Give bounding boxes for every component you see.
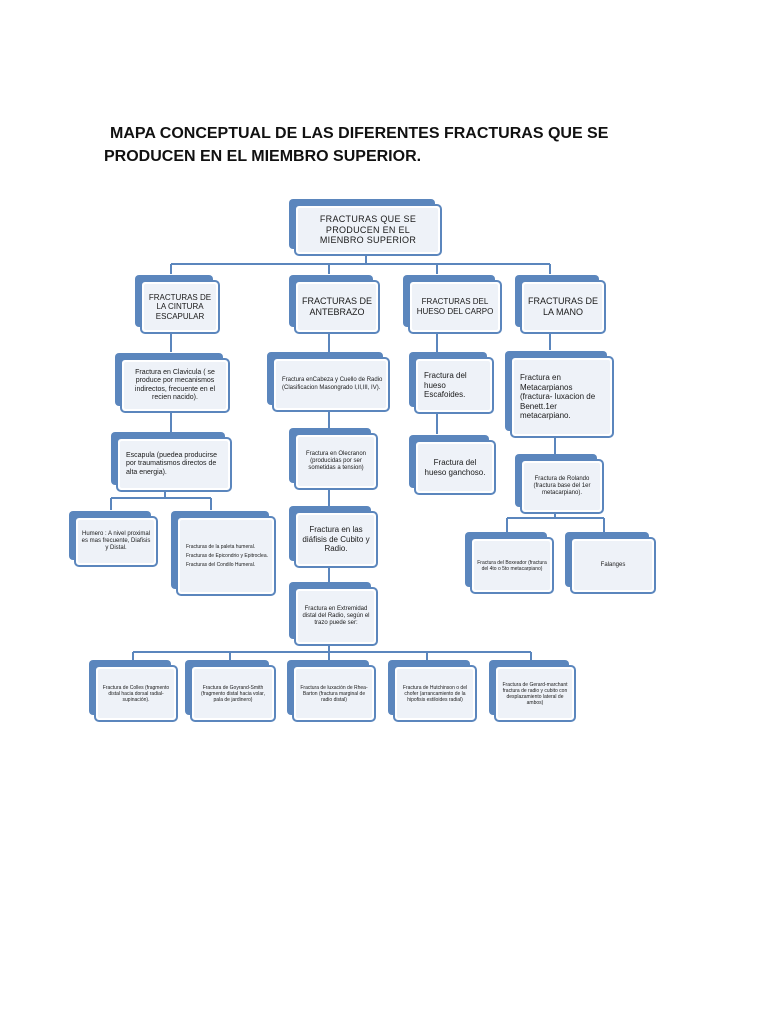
category-antebrazo: FRACTURAS DE ANTEBRAZO (294, 280, 380, 334)
node-metacarpianos: Fractura en Metacarpianos (fractura- lux… (510, 356, 614, 438)
connector-escapula-children (110, 492, 212, 510)
node-escapula: Escapula (puedea producirse por traumati… (116, 437, 232, 492)
node-cabeza-radio: Fractura enCabeza y Cuello de Radio (Cla… (272, 357, 390, 412)
olecranon-text: Fractura en Olecranon (producidas por se… (305, 450, 367, 472)
ganchoso-text: Fractura del hueso ganchoso. (424, 457, 486, 477)
node-extremidad-distal: Fractura en Extremidad distal del Radio,… (294, 587, 378, 646)
paleta-line-1: Fracturas de la paleta humeral. (186, 544, 256, 550)
node-hutchinson: Fractura de Hutchinson o del chofer (arr… (393, 665, 477, 722)
cabeza-text: Fractura enCabeza y Cuello de Radio (Cla… (282, 377, 383, 391)
connector-root-categories (170, 256, 551, 274)
node-olecranon: Fractura en Olecranon (producidas por se… (294, 433, 378, 490)
connector-rolando-children (506, 514, 605, 532)
node-gerard-marchant: Fractura de Gerard-marchant fractura de … (494, 665, 576, 722)
node-diafisis: Fractura en las diáfisis de Cubito y Rad… (294, 511, 378, 568)
gerard-text: Fractura de Gerard-marchant fractura de … (502, 681, 568, 706)
category-hueso-carpo: FRACTURAS DEL HUESO DEL CARPO (408, 280, 502, 334)
node-colles: Fractura de Colles (fragmento distal hac… (94, 665, 178, 722)
title-line-1: MAPA CONCEPTUAL DE LAS DIFERENTES FRACTU… (110, 125, 609, 142)
category-mano: FRACTURAS DE LA MANO (520, 280, 606, 334)
category-carpo-text: FRACTURAS DEL HUESO DEL CARPO (416, 297, 494, 316)
category-cintura-escapular: FRACTURAS DE LA CINTURA ESCAPULAR (140, 280, 220, 334)
root-node: FRACTURAS QUE SE PRODUCEN EN EL MIENBRO … (294, 204, 442, 256)
node-escafoides: Fractura del hueso Escafoides. (414, 357, 494, 414)
humero-text: Humero : A nivel proximal es mas frecuen… (81, 530, 151, 552)
connector-extremidad-distal (132, 646, 532, 660)
barton-text: Fractura de luxación de Rhea-Barton (fra… (300, 684, 368, 703)
node-boxeador: Fractura del Boxeador (fractura del 4to … (470, 537, 554, 594)
colles-text: Fractura de Colles (fragmento distal hac… (102, 684, 170, 703)
escapula-text: Escapula (puedea producirse por traumati… (126, 451, 218, 476)
escafoides-text: Fractura del hueso Escafoides. (424, 371, 467, 400)
node-rhea-barton: Fractura de luxación de Rhea-Barton (fra… (292, 665, 376, 722)
node-goyrand-smith: Fractura de Goyrand-Smith (fragmento dis… (190, 665, 276, 722)
falanges-text: Falanges (600, 561, 626, 568)
rolando-text: Fractura de Rolando (fractura base del 1… (533, 475, 591, 497)
category-antebrazo-text: FRACTURAS DE ANTEBRAZO (302, 296, 373, 317)
metacarpianos-text: Fractura en Metacarpianos (fractura- lux… (520, 373, 596, 421)
diafisis-text: Fractura en las diáfisis de Cubito y Rad… (302, 525, 370, 554)
hutchinson-text: Fractura de Hutchinson o del chofer (arr… (402, 684, 468, 703)
page-title: MAPA CONCEPTUAL DE LAS DIFERENTES FRACTU… (104, 122, 624, 168)
node-paleta-humeral: Fracturas de la paleta humeral. Fractura… (176, 516, 276, 596)
paleta-line-3: Fracturas del Condilo Humeral. (186, 562, 256, 568)
category-mano-text: FRACTURAS DE LA MANO (528, 296, 599, 317)
node-humero: Humero : A nivel proximal es mas frecuen… (74, 516, 158, 567)
node-rolando: Fractura de Rolando (fractura base del 1… (520, 459, 604, 514)
node-falanges: Falanges (570, 537, 656, 594)
smith-text: Fractura de Goyrand-Smith (fragmento dis… (201, 684, 265, 703)
paleta-line-2: Fracturas de Epicondrio y Epitroclea. (186, 553, 268, 559)
node-ganchoso: Fractura del hueso ganchoso. (414, 440, 496, 495)
clavicula-text: Fractura en Clavicula ( se produce por m… (134, 368, 216, 401)
node-clavicula: Fractura en Clavicula ( se produce por m… (120, 358, 230, 413)
title-line-2: PRODUCEN EN EL MIEMBRO SUPERIOR. (104, 148, 422, 165)
extremidad-text: Fractura en Extremidad distal del Radio,… (302, 605, 370, 627)
category-cintura-text: FRACTURAS DE LA CINTURA ESCAPULAR (148, 292, 212, 321)
root-node-text: FRACTURAS QUE SE PRODUCEN EN EL MIENBRO … (319, 213, 417, 246)
boxeador-text: Fractura del Boxeador (fractura del 4to … (477, 559, 547, 572)
